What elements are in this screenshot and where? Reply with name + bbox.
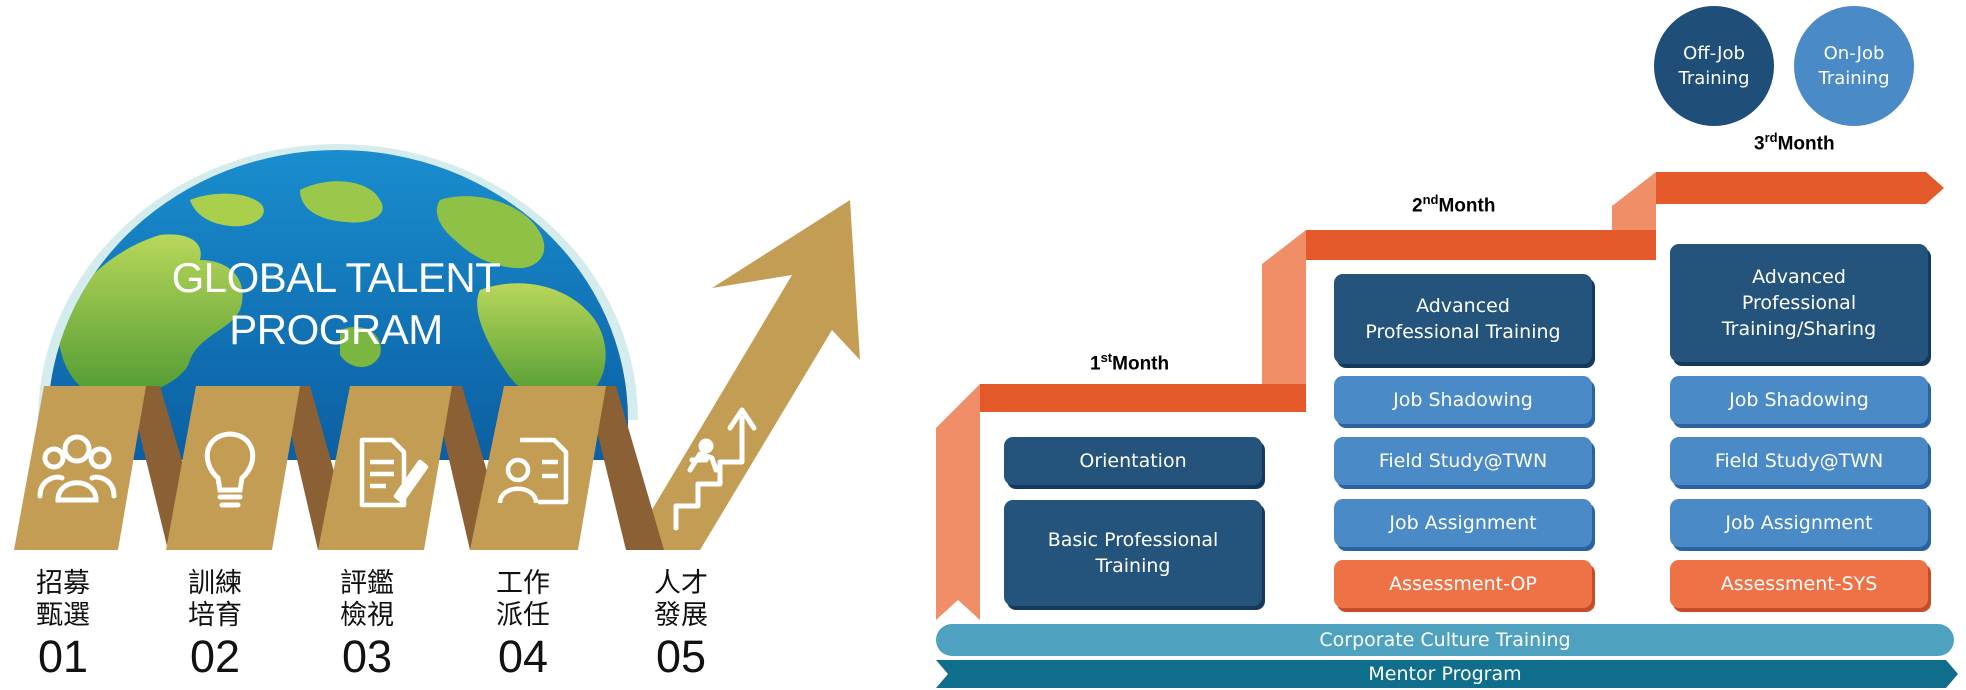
step-panel-1 [14, 386, 146, 550]
ribbon-riser-2 [1262, 230, 1306, 384]
globe-title-line-2: PROGRAM [229, 306, 443, 353]
month-1-label: 1stMonth [1090, 350, 1169, 375]
mentor-program-band: Mentor Program [936, 660, 1954, 688]
legend-off-job-training: Off-Job Training [1654, 6, 1774, 126]
globe-title-line-1: GLOBAL TALENT [171, 254, 501, 301]
document-pen-icon [359, 437, 429, 508]
month-1-number: 1 [1090, 353, 1101, 375]
ribbon-tread-2 [1306, 230, 1656, 260]
month-3-advanced-training-box: Advanced Professional Training/Sharing [1670, 244, 1928, 362]
ribbon-riser-1 [936, 384, 980, 620]
climbing-stairs-icon [673, 407, 757, 531]
month-3-number: 3 [1754, 133, 1765, 155]
month-3-advanced-training-label: Advanced Professional Training/Sharing [1721, 266, 1877, 340]
month-1-orientation-label: Orientation [1079, 450, 1187, 472]
month-3-suffix: rd [1764, 130, 1778, 145]
month-3-job-shadowing-box: Job Shadowing [1670, 376, 1928, 424]
step-caption-4: 工作 派任 04 [468, 568, 578, 682]
month-2-job-assignment-box: Job Assignment [1334, 499, 1592, 547]
step-panel-2 [166, 386, 300, 550]
month-2-field-study-box: Field Study@TWN [1334, 437, 1592, 485]
mentor-program-label: Mentor Program [1368, 663, 1522, 685]
step-caption-2: 訓練 培育 02 [160, 568, 270, 682]
lightbulb-icon [204, 431, 256, 508]
step-2-label-line-2: 培育 [188, 600, 242, 631]
step-caption-1: 招募 甄選 01 [8, 568, 118, 682]
corporate-culture-label: Corporate Culture Training [1319, 629, 1571, 651]
month-2-advanced-training-box: Advanced Professional Training [1334, 274, 1592, 364]
step-3-label-line-1: 評鑑 [340, 568, 394, 599]
corporate-culture-band: Corporate Culture Training [936, 624, 1954, 656]
month-3-job-shadowing-label: Job Shadowing [1729, 389, 1869, 411]
step-3-label-line-2: 檢視 [340, 600, 394, 631]
person-card-icon [497, 437, 569, 505]
step-4-label-line-2: 派任 [496, 600, 550, 631]
step-1-label-line-2: 甄選 [36, 600, 90, 631]
month-3-assessment-box: Assessment-SYS [1670, 560, 1928, 608]
month-2-field-study-label: Field Study@TWN [1378, 450, 1548, 472]
month-1-word: Month [1112, 353, 1170, 375]
month-2-job-assignment-label: Job Assignment [1389, 512, 1537, 534]
month-2-number: 2 [1412, 195, 1423, 217]
month-2-job-shadowing-box: Job Shadowing [1334, 376, 1592, 424]
step-panel-3 [318, 386, 452, 550]
step-panel-4 [470, 386, 606, 550]
step-4-label-line-1: 工作 [496, 568, 550, 599]
month-3-label: 3rdMonth [1754, 130, 1835, 155]
step-1-label-line-1: 招募 [36, 568, 90, 599]
month-2-advanced-training-label: Advanced Professional Training [1365, 295, 1561, 343]
month-1-basic-training-box: Basic Professional Training [1004, 500, 1262, 606]
growth-arrow-icon [628, 200, 860, 550]
ribbon-tread-1 [980, 384, 1306, 412]
people-group-icon [37, 434, 117, 503]
month-3-assessment-label: Assessment-SYS [1720, 573, 1878, 595]
month-1-basic-training-label: Basic Professional Training [1047, 529, 1219, 577]
step-1-number: 01 [37, 631, 89, 682]
month-2-label: 2ndMonth [1412, 192, 1495, 217]
month-2-assessment-label: Assessment-OP [1389, 573, 1537, 595]
month-2-suffix: nd [1422, 192, 1439, 207]
step-5-label-line-2: 發展 [654, 600, 708, 631]
ribbon-tread-3 [1656, 172, 1944, 204]
step-4-number: 04 [497, 631, 549, 682]
legend-on-job-label: On-Job Training [1818, 43, 1890, 89]
month-3-job-assignment-label: Job Assignment [1725, 512, 1873, 534]
month-2-job-shadowing-label: Job Shadowing [1393, 389, 1533, 411]
globe-title: GLOBAL TALENT PROGRAM [150, 252, 522, 356]
step-5-number: 05 [655, 631, 707, 682]
step-caption-3: 評鑑 檢視 03 [312, 568, 422, 682]
month-3-word: Month [1777, 133, 1835, 155]
legend-off-job-label: Off-Job Training [1678, 43, 1750, 89]
month-3-field-study-label: Field Study@TWN [1714, 450, 1884, 472]
month-3-field-study-box: Field Study@TWN [1670, 437, 1928, 485]
step-5-label-line-1: 人才 [654, 568, 708, 599]
step-2-number: 02 [189, 631, 241, 682]
month-1-orientation-box: Orientation [1004, 437, 1262, 485]
month-2-assessment-box: Assessment-OP [1334, 560, 1592, 608]
month-1-suffix: st [1100, 350, 1113, 365]
step-2-label-line-1: 訓練 [188, 568, 242, 599]
legend-on-job-training: On-Job Training [1794, 6, 1914, 126]
month-3-job-assignment-box: Job Assignment [1670, 499, 1928, 547]
month-2-word: Month [1438, 195, 1496, 217]
step-caption-5: 人才 發展 05 [626, 568, 736, 682]
step-3-number: 03 [341, 631, 393, 682]
